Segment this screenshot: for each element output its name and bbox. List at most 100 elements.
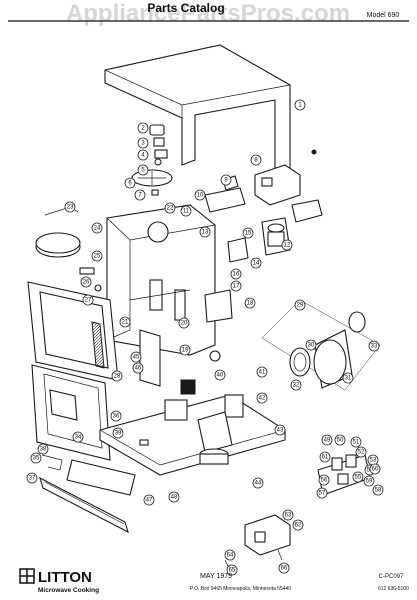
callout-label: 41	[259, 370, 266, 376]
blower-assembly	[261, 299, 381, 391]
callout-label: 40	[217, 373, 224, 379]
callout-label: 24	[94, 226, 101, 232]
callout-label: 19	[182, 348, 189, 354]
callout-50: 50	[334, 434, 346, 446]
oven-cavity	[106, 204, 233, 356]
callout-label: 59	[366, 479, 373, 485]
callout-14: 14	[250, 257, 262, 269]
callout-49: 49	[321, 434, 333, 446]
callout-label: 5	[141, 168, 145, 174]
cabinet-wrapper	[104, 44, 291, 199]
callout-label: 48	[171, 495, 178, 501]
callout-28: 28	[111, 370, 123, 382]
callout-label: 9	[224, 178, 228, 184]
callout-21: 21	[119, 316, 131, 328]
callout-18: 18	[244, 297, 256, 309]
callout-30: 30	[305, 339, 317, 351]
callout-label: 6	[128, 181, 132, 187]
callout-7: 7	[134, 189, 146, 201]
callout-label: 42	[259, 396, 266, 402]
callout-53: 53	[367, 454, 379, 466]
callout-label: 55	[355, 475, 362, 481]
callout-label: 7	[138, 193, 142, 199]
callout-47: 47	[143, 494, 155, 506]
callout-label: 21	[122, 320, 129, 326]
callout-15: 15	[242, 227, 254, 239]
callout-25: 25	[91, 250, 103, 262]
callout-label: 64	[227, 553, 234, 559]
callout-label: 60	[372, 467, 379, 473]
callout-label: 8	[254, 158, 258, 164]
callout-label: 50	[337, 438, 344, 444]
model-label: Model 690	[367, 12, 400, 19]
callout-label: 17	[233, 284, 240, 290]
callout-58: 58	[372, 484, 384, 496]
callout-label: 66	[281, 566, 288, 572]
callout-61: 61	[319, 451, 331, 463]
callout-31: 31	[342, 372, 354, 384]
callout-37: 37	[26, 472, 38, 484]
callout-43: 43	[274, 424, 286, 436]
callout-65: 65	[226, 564, 238, 576]
callout-11: 11	[180, 205, 192, 217]
callout-label: 27	[85, 298, 92, 304]
callout-51: 51	[350, 436, 362, 448]
callout-label: 43	[277, 428, 284, 434]
grille-and-strip	[39, 459, 136, 534]
callout-label: 58	[375, 488, 382, 494]
callout-label: 61	[322, 455, 329, 461]
callout-3: 3	[137, 137, 149, 149]
lower-bracket	[224, 514, 291, 571]
callout-label: 37	[29, 476, 36, 482]
callout-label: 2	[141, 126, 145, 132]
callout-38: 38	[37, 443, 49, 455]
callout-59: 59	[363, 475, 375, 487]
callout-8: 8	[250, 154, 262, 166]
litton-logo	[19, 568, 35, 584]
callout-52: 52	[355, 446, 367, 458]
callout-label: 51	[353, 440, 360, 446]
callout-label: 44	[255, 481, 262, 487]
stirrer-motor-group	[131, 124, 173, 196]
callout-36: 36	[110, 410, 122, 422]
catalog-date: MAY 1979	[200, 573, 232, 580]
callout-60: 60	[369, 463, 381, 475]
callout-39: 39	[112, 427, 124, 439]
callout-26: 26	[80, 276, 92, 288]
callout-62: 62	[292, 519, 304, 531]
callout-6: 6	[124, 177, 136, 189]
callout-4: 4	[137, 149, 149, 161]
callout-label: 31	[345, 376, 352, 382]
callout-label: 46	[135, 366, 142, 372]
callout-label: 13	[202, 230, 209, 236]
callout-label: 14	[253, 261, 260, 267]
callout-66: 66	[278, 562, 290, 574]
company-phone: 612 636-5100	[378, 586, 409, 592]
catalog-code: C-PC097	[379, 574, 404, 580]
callout-label: 18	[247, 301, 254, 307]
callout-label: 45	[133, 355, 140, 361]
callout-label: 63	[285, 513, 292, 519]
callout-12: 12	[281, 239, 293, 251]
callout-label: 53	[370, 458, 377, 464]
brand-subtitle: Microwave Cooking	[38, 587, 99, 594]
callout-label: 1	[298, 103, 302, 109]
callout-label: 38	[40, 447, 47, 453]
callout-55: 55	[352, 471, 364, 483]
callout-label: 57	[319, 491, 326, 497]
callout-34: 34	[72, 431, 84, 443]
callout-17: 17	[230, 280, 242, 292]
page-title: Parts Catalog	[147, 1, 224, 15]
callout-label: 25	[94, 254, 101, 260]
callout-label: 34	[75, 435, 82, 441]
callout-29: 29	[294, 299, 306, 311]
callout-40: 40	[214, 369, 226, 381]
callout-57: 57	[316, 487, 328, 499]
callout-label: 11	[183, 209, 190, 215]
callout-label: 28	[114, 374, 121, 380]
company-address: P.O. Box 9465 Minneapolis, Minnesota 554…	[190, 586, 291, 592]
callout-35: 35	[30, 452, 42, 464]
callout-33: 33	[368, 340, 380, 352]
callout-label: 29	[297, 303, 304, 309]
callout-13: 13	[199, 226, 211, 238]
